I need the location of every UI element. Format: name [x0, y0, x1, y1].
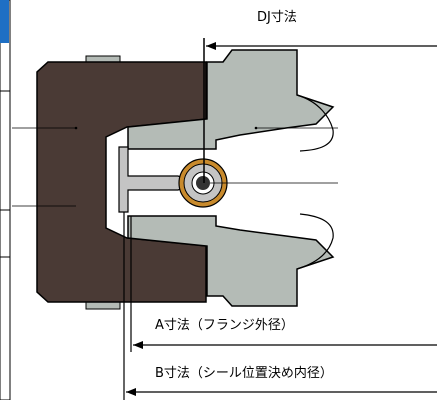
dj-dimension: DJ寸法: [203, 10, 437, 183]
reference-lines: [12, 127, 338, 207]
b-label: B寸法（シール位置決め内径）: [155, 365, 333, 381]
seal-ring: [118, 146, 185, 213]
lower-flange: [127, 213, 335, 307]
flange-center-dot: [254, 126, 258, 130]
left-sidebar-edge: [0, 0, 11, 401]
housing-center-dot: [74, 126, 78, 130]
spring-coil: [178, 158, 228, 208]
upper-flange: [127, 49, 335, 152]
a-label: A寸法（フランジ外径）: [155, 318, 294, 333]
b-dimension: B寸法（シール位置決め内径）: [123, 212, 437, 400]
a-dimension: A寸法（フランジ外径）: [130, 216, 437, 352]
dj-label: DJ寸法: [257, 10, 297, 25]
